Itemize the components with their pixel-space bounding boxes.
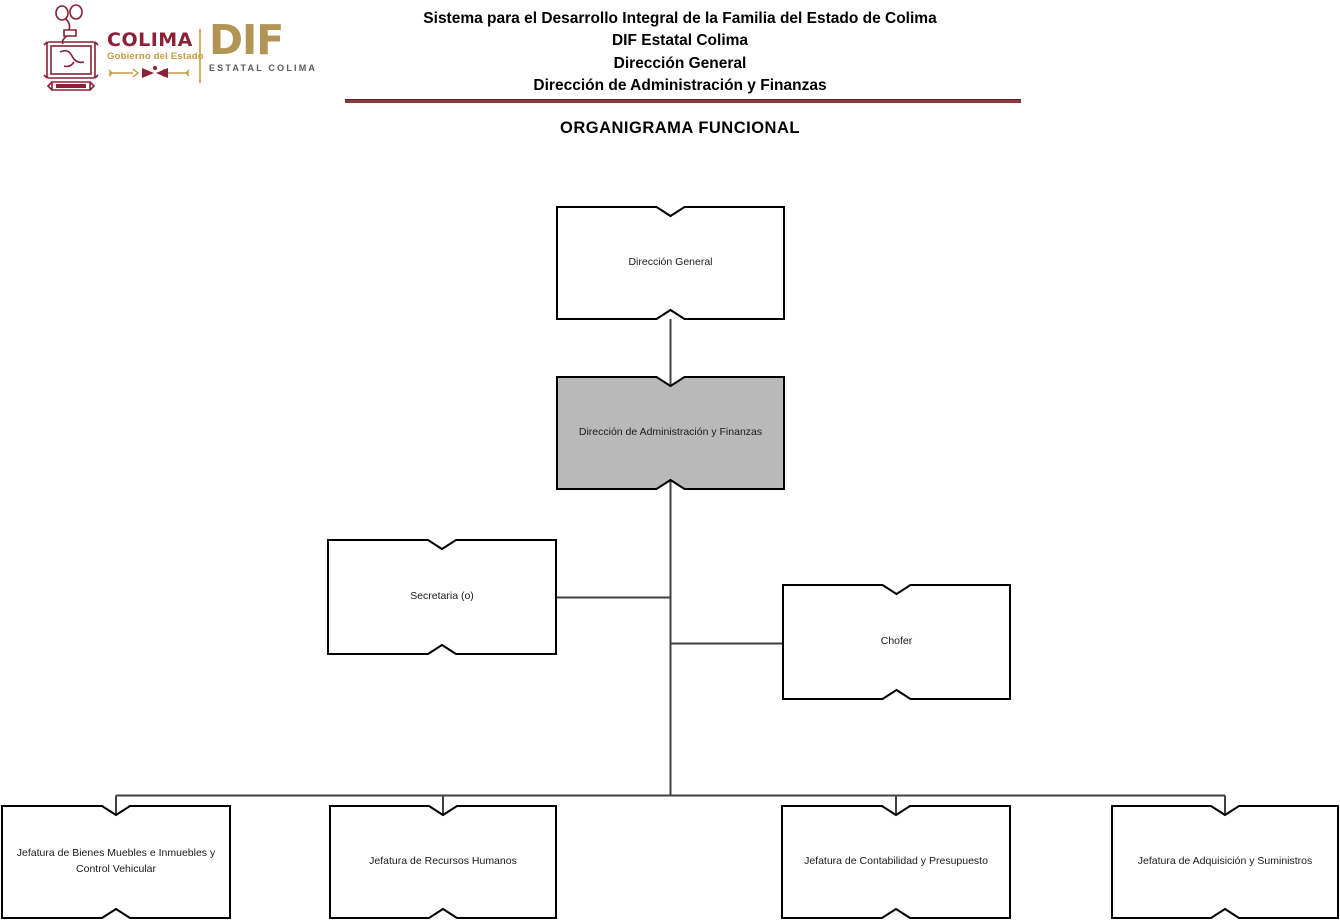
- node-box-jefatura-adquisicion: [1111, 805, 1339, 919]
- node-box-chofer: [782, 584, 1011, 700]
- node-label-jefatura-recursos-humanos: Jefatura de Recursos Humanos: [369, 855, 517, 868]
- colima-coat-of-arms-icon: [43, 4, 99, 91]
- title-line-1: Sistema para el Desarrollo Integral de l…: [423, 10, 937, 27]
- header-title-block: Sistema para el Desarrollo Integral de l…: [340, 8, 1020, 98]
- node-box-direccion-administracion-finanzas: [556, 376, 785, 490]
- node-label-secretaria: Secretaria (o): [410, 590, 474, 603]
- node-box-direccion-general: [556, 206, 785, 320]
- node-label-jefatura-adquisicion: Jefatura de Adquisición y Suministros: [1137, 855, 1313, 868]
- colima-ornament-icon: [108, 65, 190, 78]
- node-label-jefatura-bienes-muebles: Jefatura de Bienes Muebles e Inmuebles y…: [16, 847, 216, 875]
- logo-divider: [199, 29, 201, 83]
- node-label-jefatura-contabilidad: Jefatura de Contabilidad y Presupuesto: [804, 855, 988, 868]
- colima-wordmark: COLIMA: [107, 29, 193, 51]
- node-label-chofer: Chofer: [880, 635, 913, 648]
- node-label-direccion-administracion-finanzas: Dirección de Administración y Finanzas: [578, 426, 763, 439]
- colima-tagline: Gobierno del Estado: [107, 51, 204, 62]
- page-title: ORGANIGRAMA FUNCIONAL: [560, 119, 800, 137]
- node-box-secretaria: [327, 539, 557, 655]
- node-box-jefatura-contabilidad: [781, 805, 1011, 919]
- dif-tagline: ESTATAL COLIMA: [209, 63, 318, 73]
- node-label-direccion-general: Dirección General: [628, 256, 713, 269]
- dif-brand: DIF ESTATAL COLIMA: [209, 20, 317, 73]
- node-box-jefatura-bienes-muebles: [1, 805, 231, 919]
- title-line-2: DIF Estatal Colima: [611, 32, 749, 50]
- title-line-3: Dirección General: [613, 54, 747, 72]
- dif-wordmark: DIF: [209, 16, 284, 64]
- colima-brand: COLIMA Gobierno del Estado: [107, 31, 204, 80]
- header-rule: [345, 99, 1021, 103]
- node-box-jefatura-recursos-humanos: [329, 805, 557, 919]
- title-line-4: Dirección de Administración y Finanzas: [533, 77, 827, 95]
